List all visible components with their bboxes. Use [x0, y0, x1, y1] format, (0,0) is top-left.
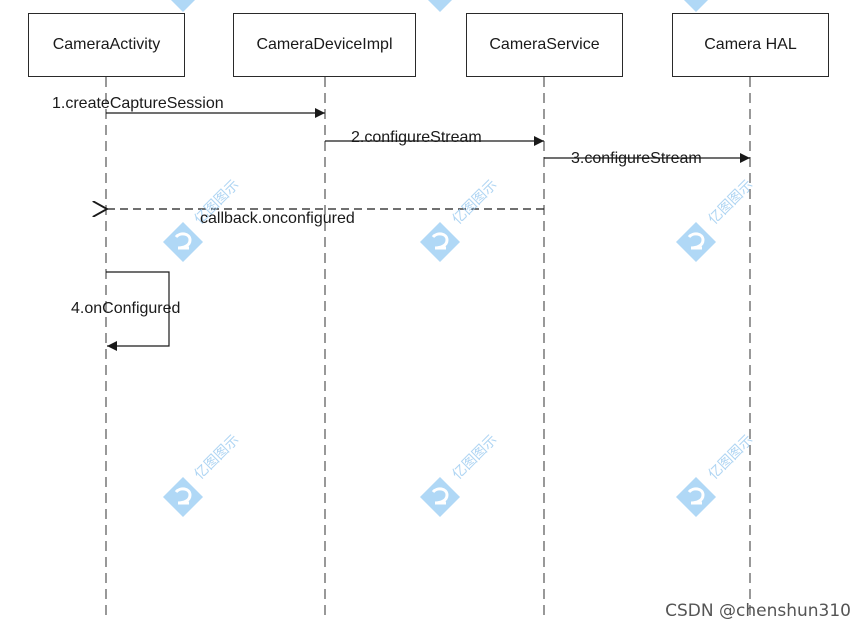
message-3-label: 3.configureStream — [571, 150, 702, 167]
watermark-mark: 亿图图示 — [706, 432, 757, 483]
participant-camera-service: CameraService — [466, 13, 623, 77]
participant-label: CameraActivity — [52, 36, 161, 53]
watermark-logo-icon — [163, 0, 716, 517]
return-message-label: callback.onconfigured — [200, 210, 355, 227]
participant-camera-device-impl: CameraDeviceImpl — [233, 13, 416, 77]
participant-label: Camera HAL — [704, 36, 797, 53]
participant-label: CameraService — [489, 36, 600, 53]
message-2-label: 2.configureStream — [351, 129, 482, 146]
credit-watermark: CSDN @chenshun310 — [665, 601, 851, 621]
participant-label: CameraDeviceImpl — [256, 36, 393, 53]
watermark-mark: 亿图图示 — [450, 432, 501, 483]
watermark-mark: 亿图图示 — [450, 177, 501, 228]
watermark-mark: 亿图图示 — [706, 177, 757, 228]
message-1-label: 1.createCaptureSession — [52, 95, 224, 112]
watermark-mark: 亿图图示 — [192, 432, 243, 483]
participant-camera-hal: Camera HAL — [672, 13, 829, 77]
self-message-arrow — [106, 271, 170, 351]
participant-camera-activity: CameraActivity — [28, 13, 185, 77]
message-4-label: 4.onConfigured — [71, 300, 181, 317]
